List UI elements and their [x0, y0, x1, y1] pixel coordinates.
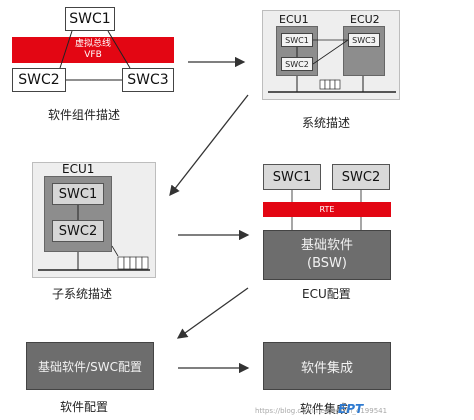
subsystem-swc1-box: SWC1: [52, 183, 104, 205]
subsystem-swc1-label: SWC1: [58, 186, 98, 202]
rte-bar: RTE: [263, 202, 391, 217]
system-swc1-box: SWC1: [281, 33, 313, 47]
system-ecu2-title: ECU2: [350, 13, 380, 26]
panel1-swc1-label: SWC1: [69, 11, 111, 27]
subsystem-network: [38, 205, 150, 271]
system-connector: [319, 79, 341, 90]
panel4-caption: ECU配置: [302, 287, 351, 301]
ecuconfig-swc2-label: SWC2: [341, 169, 381, 185]
ecuconfig-swc1-label: SWC1: [272, 169, 312, 185]
ecuconfig-links: [291, 190, 362, 230]
vfb-bus-label-en: VFB: [84, 50, 102, 60]
panel1-swc3-box: SWC3: [122, 68, 174, 92]
panel6-caption: 软件集成: [300, 402, 349, 416]
subsystem-swc2-label: SWC2: [58, 223, 98, 239]
bsw-label-cn: 基础软件: [300, 238, 353, 253]
software-config-box: 基础软件/SWC配置: [26, 342, 154, 390]
subsystem-connector: [117, 256, 149, 270]
panel1-caption: 软件组件描述: [48, 108, 121, 122]
panel3-caption: 子系统描述: [52, 287, 113, 301]
bsw-box: 基础软件 (BSW): [263, 230, 391, 280]
integration-box: 软件集成: [263, 342, 391, 390]
panel1-swc2-label: SWC2: [18, 72, 60, 88]
panel1-swc2-box: SWC2: [12, 68, 66, 92]
system-swc3-box: SWC3: [348, 33, 380, 47]
vfb-connections: [59, 30, 131, 81]
system-swc2-label: SWC2: [285, 59, 309, 69]
bsw-label-en: (BSW): [307, 256, 347, 271]
panel1-swc3-label: SWC3: [127, 72, 169, 88]
vfb-bus-label-cn: 虚拟总线: [74, 39, 111, 49]
ecuconfig-swc1-box: SWC1: [263, 164, 321, 190]
ecuconfig-swc2-box: SWC2: [332, 164, 390, 190]
subsystem-ecu1-title: ECU1: [62, 162, 95, 176]
panel1-swc1-box: SWC1: [65, 7, 115, 31]
arrow-ecu-config-to-software-config: [176, 287, 249, 339]
panel5-caption: 软件配置: [60, 400, 109, 414]
arrow-system-to-subsystem: [169, 94, 249, 197]
system-swc2-box: SWC2: [281, 57, 313, 71]
source-watermark: https://blog.csdn.net/weixin_4199541: [255, 407, 388, 415]
vfb-bus: 虚拟总线 VFB: [12, 37, 174, 63]
brand-logo: EPT: [338, 402, 364, 416]
rte-label: RTE: [319, 205, 335, 214]
integration-label: 软件集成: [300, 360, 353, 376]
panel2-caption: 系统描述: [302, 116, 351, 130]
subsystem-swc2-box: SWC2: [52, 220, 104, 242]
system-swc1-label: SWC1: [285, 35, 309, 45]
software-config-label: 基础软件/SWC配置: [38, 359, 142, 374]
system-network: [268, 39, 396, 93]
system-swc3-label: SWC3: [352, 35, 376, 45]
system-ecu1-title: ECU1: [279, 13, 309, 26]
